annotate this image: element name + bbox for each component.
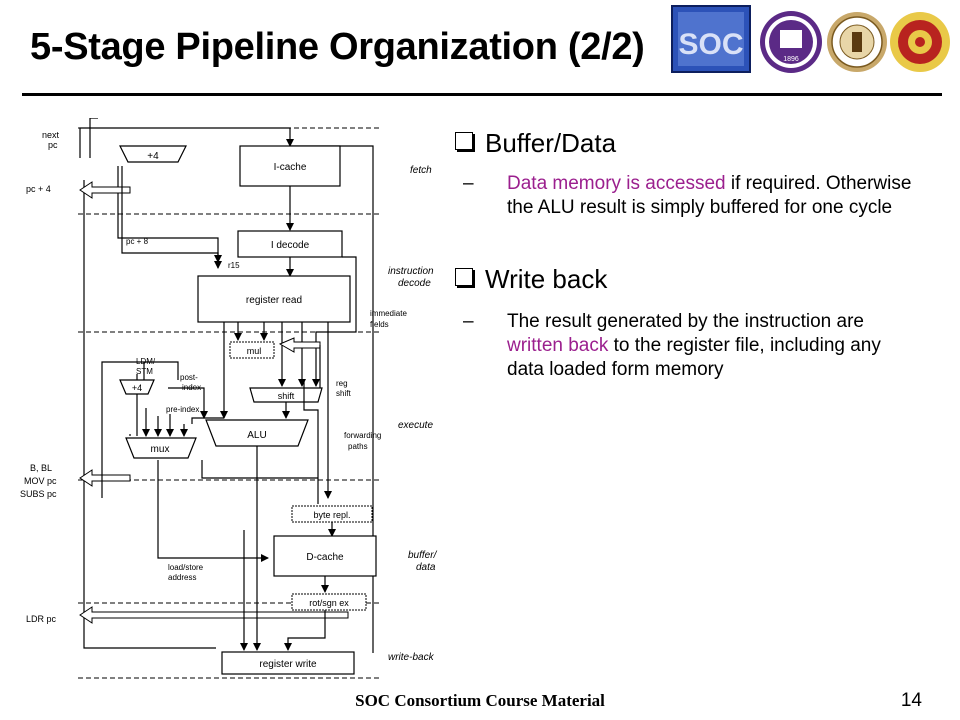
dcache-block bbox=[273, 535, 377, 577]
icache-label: I-cache bbox=[274, 162, 307, 173]
pc8-label: pc + 8 bbox=[126, 237, 149, 246]
r15-label: r15 bbox=[228, 261, 240, 270]
plus4-lower-label: +4 bbox=[132, 383, 142, 393]
left-labels: next pc pc + 4 B, BL MOV pc SUBS pc LDR … bbox=[20, 130, 60, 624]
pipeline-diagram: fetch instruction decode execute buffer/… bbox=[20, 118, 438, 679]
soc-logo: SOC bbox=[671, 5, 751, 73]
label-pc: pc bbox=[48, 140, 58, 150]
label-subs-pc: SUBS pc bbox=[20, 489, 57, 499]
slide-title: 5-Stage Pipeline Organization (2/2) bbox=[30, 26, 645, 68]
address-label: address bbox=[168, 573, 196, 582]
pc-output-arrows bbox=[79, 181, 349, 624]
stage-execute: execute bbox=[398, 420, 433, 431]
register-read-block bbox=[197, 275, 351, 323]
feedback-wires bbox=[79, 118, 374, 653]
bullet-write-back: Write back bbox=[455, 264, 607, 295]
preindex-label: pre-index bbox=[166, 405, 199, 414]
stm-label: STM bbox=[136, 367, 153, 376]
forwarding-label: forwarding bbox=[344, 431, 381, 440]
ncku-logo bbox=[890, 12, 950, 72]
rot-sgn-label: rot/sgn ex bbox=[309, 598, 349, 608]
register-read-label: register read bbox=[246, 295, 302, 306]
stage-buffer: buffer/ bbox=[408, 550, 438, 561]
stage-write-back: write-back bbox=[388, 652, 435, 663]
reg-shift-label: shift bbox=[336, 389, 351, 398]
stage-labels: fetch instruction decode execute buffer/… bbox=[388, 165, 438, 663]
plus4-top-label: +4 bbox=[147, 151, 159, 162]
mul-block bbox=[229, 341, 275, 359]
icache-block bbox=[239, 145, 341, 187]
soc-logo-text: SOC bbox=[678, 28, 743, 61]
paths-label: paths bbox=[348, 442, 368, 451]
plus4-lower-adder bbox=[119, 379, 155, 395]
stage-decode: decode bbox=[398, 278, 431, 289]
fields-label: fields bbox=[370, 320, 389, 329]
bullet-write-back-detail: – The result generated by the instructio… bbox=[463, 311, 881, 380]
label-pc-plus-4: pc + 4 bbox=[26, 184, 51, 194]
nthu-year: 1896 bbox=[783, 56, 799, 63]
nctu-logo bbox=[827, 12, 887, 72]
page-number: 14 bbox=[900, 690, 922, 711]
bullet-buffer-data-detail: – Data memory is accessed if required. O… bbox=[463, 173, 912, 218]
label-ldr-pc: LDR pc bbox=[26, 614, 57, 624]
register-write-block bbox=[221, 651, 355, 675]
stage-instruction: instruction bbox=[388, 266, 434, 277]
bullet-buffer-data: Buffer/Data bbox=[455, 128, 616, 159]
idecode-block bbox=[237, 230, 343, 258]
register-write-label: register write bbox=[259, 659, 317, 670]
stage-fetch: fetch bbox=[410, 165, 432, 176]
mul-label: mul bbox=[247, 346, 262, 356]
bullet-box-icon bbox=[455, 132, 473, 150]
idecode-label: I decode bbox=[271, 240, 310, 251]
plus4-top-adder bbox=[119, 145, 187, 163]
stage-data: data bbox=[416, 562, 436, 573]
dcache-label: D-cache bbox=[306, 552, 344, 563]
nthu-logo: 1896 bbox=[760, 11, 822, 73]
loadstore-label: load/store bbox=[168, 563, 204, 572]
label-mov-pc: MOV pc bbox=[24, 476, 57, 486]
shift-label: shift bbox=[278, 391, 295, 401]
alu-label: ALU bbox=[247, 430, 266, 441]
label-b-bl: B, BL bbox=[30, 463, 52, 473]
byte-repl-label: byte repl. bbox=[313, 510, 350, 520]
mux-block bbox=[125, 437, 197, 459]
logo-strip: SOC 1896 bbox=[0, 4, 960, 88]
immediate-label: immediate bbox=[370, 309, 407, 318]
rot-sgn-block bbox=[291, 593, 367, 611]
title-divider bbox=[22, 93, 942, 96]
bullet-box-icon bbox=[455, 268, 473, 286]
alu-block bbox=[205, 419, 309, 447]
footer-text: SOC Consortium Course Material bbox=[355, 691, 605, 710]
reg-label: reg bbox=[336, 379, 348, 388]
post-label: post- bbox=[180, 373, 198, 382]
label-next: next bbox=[42, 130, 60, 140]
mux-label: mux bbox=[151, 444, 170, 455]
